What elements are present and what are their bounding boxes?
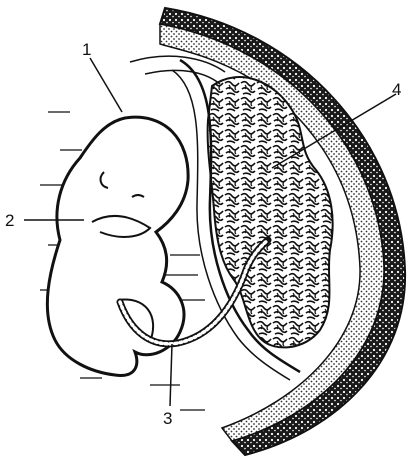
fetus (47, 117, 188, 375)
membrane-edge-line (130, 56, 225, 84)
label-4: 4 (392, 80, 401, 99)
label-3: 3 (163, 409, 172, 428)
label-2: 2 (5, 211, 14, 230)
leader-line-3 (170, 344, 172, 406)
label-1: 1 (82, 40, 91, 59)
leader-line-1 (90, 58, 122, 112)
